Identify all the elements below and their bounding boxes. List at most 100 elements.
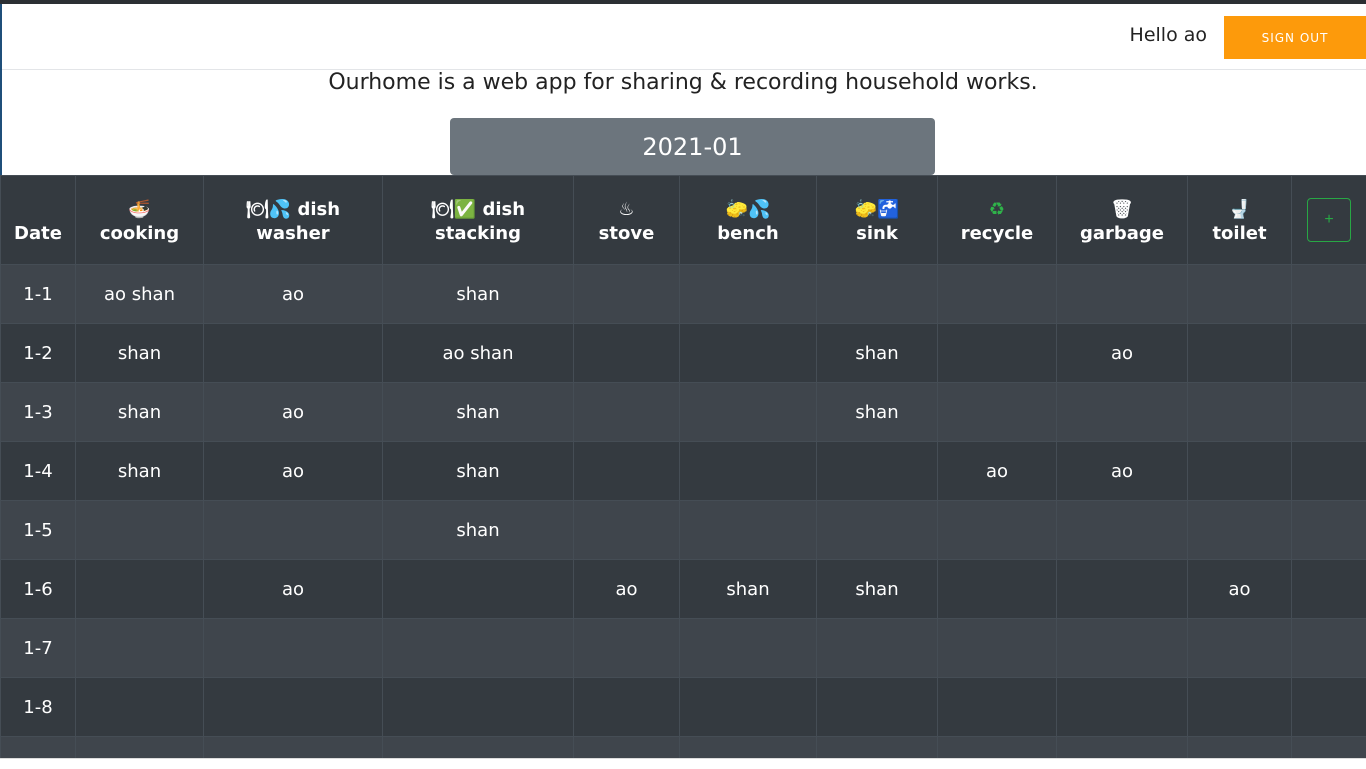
- chore-cell-cooking[interactable]: [76, 619, 204, 678]
- chore-cell-stacking[interactable]: [383, 678, 574, 737]
- chore-cell-sink[interactable]: [817, 501, 938, 560]
- empty-cell: [1292, 501, 1366, 560]
- chore-cell-cooking[interactable]: shan: [76, 383, 204, 442]
- chore-cell-toilet[interactable]: [1188, 265, 1292, 324]
- chore-cell-bench[interactable]: [680, 501, 817, 560]
- chore-cell-sink[interactable]: shan: [817, 324, 938, 383]
- chore-cell-washer[interactable]: ao: [204, 383, 383, 442]
- chore-cell-stacking[interactable]: shan: [383, 501, 574, 560]
- bottom-bar: [0, 758, 1366, 769]
- chore-cell-recycle[interactable]: ao: [938, 442, 1057, 501]
- chore-cell-sink[interactable]: [817, 678, 938, 737]
- chore-cell-toilet[interactable]: ao: [1188, 560, 1292, 619]
- chore-cell-sink[interactable]: shan: [817, 560, 938, 619]
- chore-cell-sink[interactable]: shan: [817, 383, 938, 442]
- chore-cell-washer[interactable]: [204, 324, 383, 383]
- chore-cell-toilet[interactable]: [1188, 619, 1292, 678]
- empty-cell: [1292, 678, 1366, 737]
- chore-cell-toilet[interactable]: [1188, 442, 1292, 501]
- chore-cell-recycle[interactable]: [938, 383, 1057, 442]
- chore-cell-stove[interactable]: [574, 501, 680, 560]
- chore-cell-stove[interactable]: [574, 383, 680, 442]
- chore-cell-sink[interactable]: [817, 619, 938, 678]
- chore-cell-garbage[interactable]: [1057, 560, 1188, 619]
- chore-cell-toilet[interactable]: [1188, 737, 1292, 759]
- chore-cell-sink[interactable]: [817, 265, 938, 324]
- chore-cell-garbage[interactable]: [1057, 265, 1188, 324]
- chore-cell-recycle[interactable]: [938, 737, 1057, 759]
- chore-cell-washer[interactable]: ao: [204, 265, 383, 324]
- chore-cell-recycle[interactable]: [938, 501, 1057, 560]
- chore-cell-stacking[interactable]: shan: [383, 265, 574, 324]
- chore-cell-recycle[interactable]: [938, 619, 1057, 678]
- chore-cell-recycle[interactable]: [938, 265, 1057, 324]
- column-header-sink: 🧽🚰 sink: [817, 176, 938, 265]
- chore-cell-cooking[interactable]: shan: [76, 442, 204, 501]
- chore-cell-stacking[interactable]: [383, 560, 574, 619]
- chore-cell-stove[interactable]: ao: [574, 560, 680, 619]
- chore-cell-bench[interactable]: [680, 324, 817, 383]
- chore-cell-bench[interactable]: shan: [680, 560, 817, 619]
- empty-cell: [1292, 442, 1366, 501]
- chore-cell-sink[interactable]: [817, 442, 938, 501]
- chore-cell-garbage[interactable]: [1057, 737, 1188, 759]
- chore-cell-washer[interactable]: ao: [204, 442, 383, 501]
- chore-cell-bench[interactable]: [680, 442, 817, 501]
- chore-cell-stove[interactable]: [574, 737, 680, 759]
- month-selector[interactable]: 2021-01: [450, 118, 935, 175]
- chore-cell-washer[interactable]: [204, 619, 383, 678]
- chore-cell-bench[interactable]: [680, 737, 817, 759]
- chore-cell-stove[interactable]: [574, 442, 680, 501]
- chore-cell-stove[interactable]: [574, 324, 680, 383]
- chore-cell-stove[interactable]: [574, 619, 680, 678]
- chore-cell-washer[interactable]: ao: [204, 560, 383, 619]
- date-cell: 1-7: [1, 619, 76, 678]
- column-header-toilet: 🚽 toilet: [1188, 176, 1292, 265]
- chore-cell-stacking[interactable]: shan: [383, 442, 574, 501]
- chore-cell-stacking[interactable]: [383, 619, 574, 678]
- chore-cell-bench[interactable]: [680, 678, 817, 737]
- date-cell: 1-5: [1, 501, 76, 560]
- chore-cell-washer[interactable]: [204, 737, 383, 759]
- chore-cell-washer[interactable]: [204, 501, 383, 560]
- chore-cell-cooking[interactable]: shan: [76, 324, 204, 383]
- chore-cell-bench[interactable]: [680, 619, 817, 678]
- chore-cell-garbage[interactable]: [1057, 619, 1188, 678]
- date-cell: 1-4: [1, 442, 76, 501]
- add-chore-button[interactable]: +: [1307, 198, 1351, 242]
- chore-cell-garbage[interactable]: [1057, 383, 1188, 442]
- chore-cell-sink[interactable]: [817, 737, 938, 759]
- chore-cell-bench[interactable]: [680, 383, 817, 442]
- chore-cell-cooking[interactable]: [76, 501, 204, 560]
- chore-cell-toilet[interactable]: [1188, 501, 1292, 560]
- chore-cell-stove[interactable]: [574, 678, 680, 737]
- chore-cell-recycle[interactable]: [938, 560, 1057, 619]
- chore-cell-recycle[interactable]: [938, 678, 1057, 737]
- noodle-bowl-icon: 🍜: [76, 199, 203, 221]
- chore-cell-stove[interactable]: [574, 265, 680, 324]
- chore-cell-toilet[interactable]: [1188, 383, 1292, 442]
- chore-cell-cooking[interactable]: [76, 737, 204, 759]
- chore-cell-washer[interactable]: [204, 678, 383, 737]
- chore-cell-recycle[interactable]: [938, 324, 1057, 383]
- chore-cell-stacking[interactable]: ao shan: [383, 324, 574, 383]
- sign-out-button[interactable]: SIGN OUT: [1224, 16, 1366, 59]
- greeting: Hello ao: [1130, 24, 1207, 46]
- chore-cell-toilet[interactable]: [1188, 324, 1292, 383]
- column-header-dish-washer: 🍽💦 dish washer: [204, 176, 383, 265]
- chore-cell-garbage[interactable]: ao: [1057, 442, 1188, 501]
- date-cell: [1, 737, 76, 759]
- empty-cell: [1292, 619, 1366, 678]
- chore-cell-cooking[interactable]: [76, 560, 204, 619]
- chore-cell-cooking[interactable]: ao shan: [76, 265, 204, 324]
- chore-cell-garbage[interactable]: [1057, 678, 1188, 737]
- chore-cell-garbage[interactable]: ao: [1057, 324, 1188, 383]
- chore-cell-stacking[interactable]: shan: [383, 383, 574, 442]
- chore-cell-bench[interactable]: [680, 265, 817, 324]
- chore-cell-stacking[interactable]: [383, 737, 574, 759]
- chore-cell-garbage[interactable]: [1057, 501, 1188, 560]
- chore-cell-cooking[interactable]: [76, 678, 204, 737]
- chore-cell-toilet[interactable]: [1188, 678, 1292, 737]
